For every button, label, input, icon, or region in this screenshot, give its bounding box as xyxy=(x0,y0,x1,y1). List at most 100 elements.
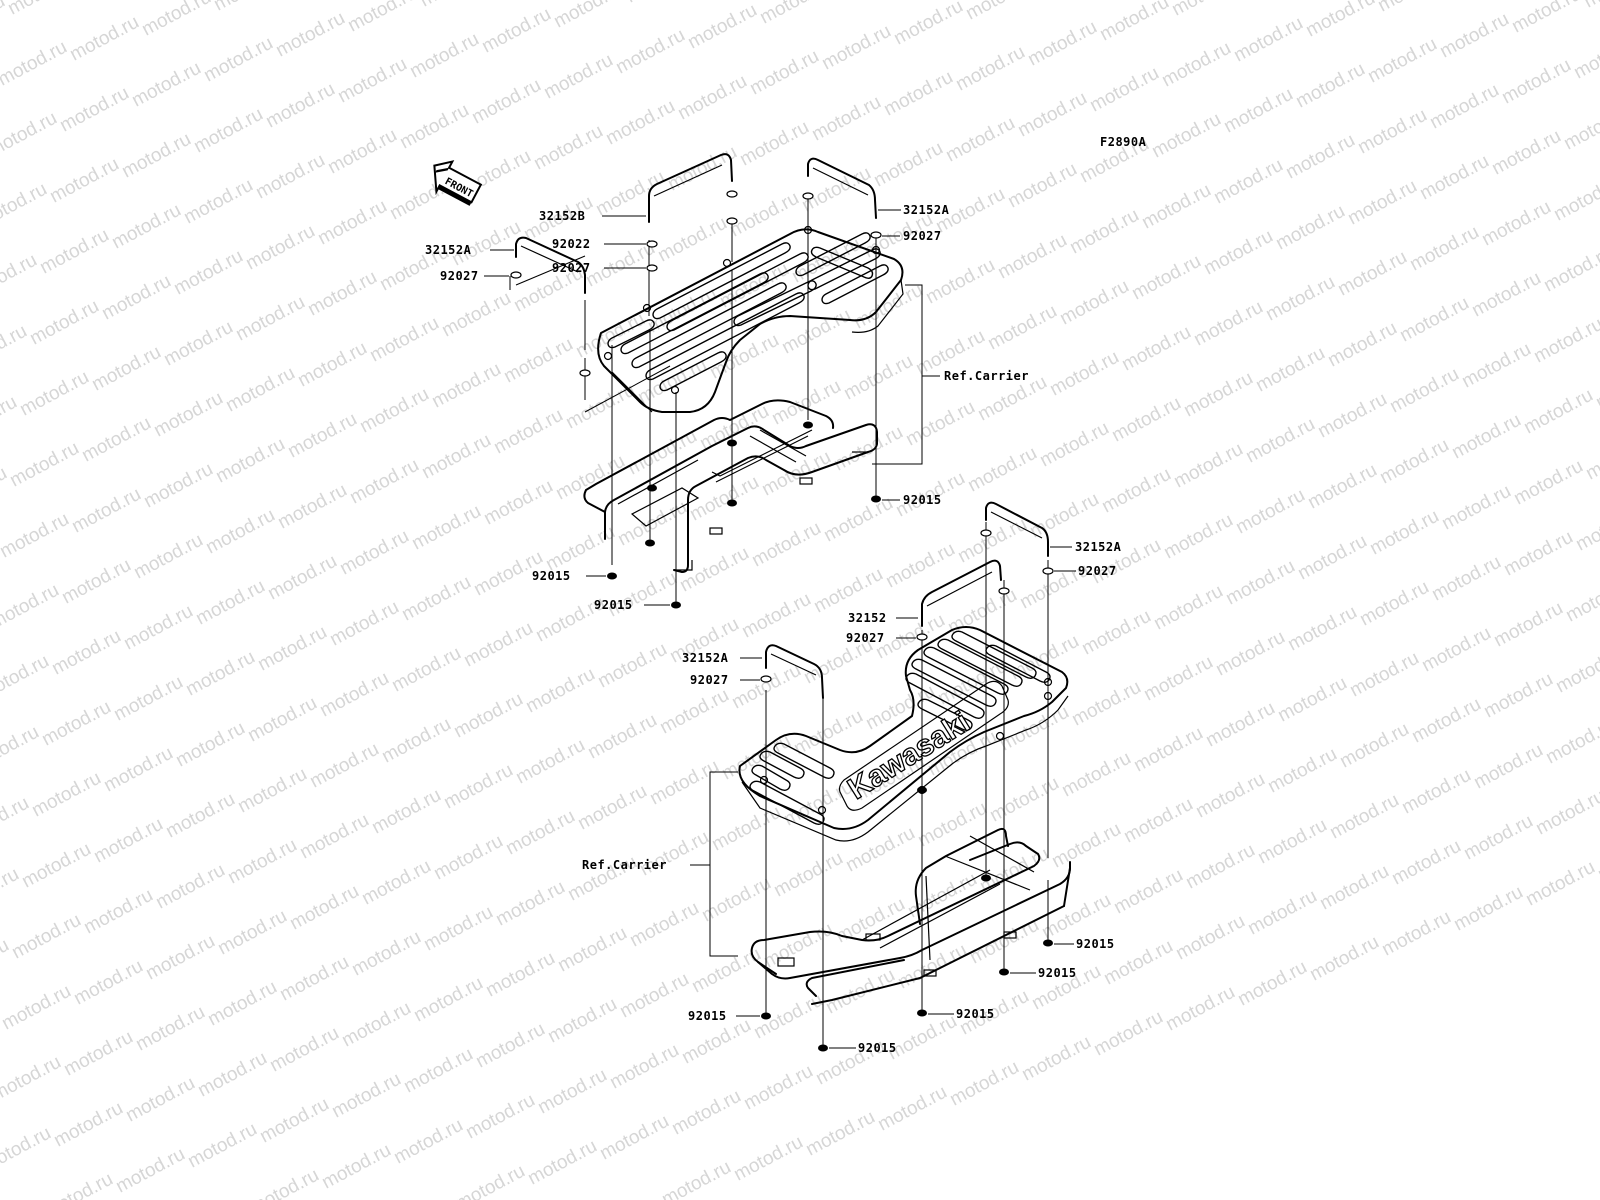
watermark-text: motod.ru xyxy=(828,0,904,3)
watermark-text: motod.ru xyxy=(1048,819,1124,873)
watermark-text: motod.ru xyxy=(1086,63,1162,117)
watermark-text: motod.ru xyxy=(1398,765,1474,819)
grab-handle-32152a-lower-left xyxy=(765,644,824,699)
watermark-text: motod.ru xyxy=(1364,34,1440,88)
watermark-text: motod.ru xyxy=(818,21,894,75)
watermark-text: motod.ru xyxy=(1346,648,1422,702)
watermark-text: motod.ru xyxy=(1532,786,1600,840)
label-92027-left: 92027 xyxy=(552,261,591,275)
watermark-text: motod.ru xyxy=(1274,673,1350,727)
watermark-text: motod.ru xyxy=(1562,573,1600,627)
watermark-text: motod.ru xyxy=(1096,0,1172,45)
watermark-text: motod.ru xyxy=(1460,811,1536,865)
watermark-text: motod.ru xyxy=(140,459,216,513)
watermark-text: motod.ru xyxy=(1118,322,1194,376)
watermark-text: motod.ru xyxy=(344,0,420,36)
watermark-text: motod.ru xyxy=(820,493,896,547)
watermark-text: motod.ru xyxy=(592,167,668,221)
watermark-text: motod.ru xyxy=(1234,957,1310,1011)
watermark-text: motod.ru xyxy=(172,718,248,772)
label-92015-lower-r1: 92015 xyxy=(1076,937,1115,951)
watermark-text: motod.ru xyxy=(0,1052,65,1106)
watermark-text: motod.ru xyxy=(1480,669,1556,723)
watermark-text: motod.ru xyxy=(8,910,84,964)
watermark-text: motod.ru xyxy=(284,409,360,463)
watermark-text: motod.ru xyxy=(274,480,350,534)
watermark-text: motod.ru xyxy=(1212,627,1288,681)
lower-leader-lines xyxy=(690,546,1076,1049)
watermark-text: motod.ru xyxy=(492,877,568,931)
watermark-text: motod.ru xyxy=(80,885,156,939)
watermark-text: motod.ru xyxy=(718,731,794,785)
watermark-text: motod.ru xyxy=(1498,55,1574,109)
watermark-text: motod.ru xyxy=(420,902,496,956)
watermark-text: motod.ru xyxy=(202,505,278,559)
watermark-text: motod.ru xyxy=(56,83,132,137)
watermark-text: motod.ru xyxy=(1396,293,1472,347)
watermark-text: motod.ru xyxy=(66,12,142,66)
watermark-text: motod.ru xyxy=(1366,506,1442,560)
watermark-text: motod.ru xyxy=(1018,1032,1094,1086)
watermark-text: motod.ru xyxy=(1450,882,1526,936)
watermark-text: motod.ru xyxy=(1292,59,1368,113)
watermark-text: motod.ru xyxy=(0,864,23,918)
watermark-text: motod.ru xyxy=(606,1040,682,1094)
watermark-text: motod.ru xyxy=(1374,0,1450,16)
watermark-text: motod.ru xyxy=(1130,723,1206,777)
watermark-text: motod.ru xyxy=(656,685,732,739)
watermark-text: motod.ru xyxy=(1560,101,1600,155)
watermark-text: motod.ru xyxy=(468,75,544,129)
watermark-text: motod.ru xyxy=(768,376,844,430)
watermark-text: motod.ru xyxy=(1540,243,1600,297)
upper-carrier-frame xyxy=(604,423,878,573)
watermark-text: motod.ru xyxy=(210,0,286,15)
upper-carrier-assembly: 32152B 32152A 92027 92022 92027 32152A 9… xyxy=(425,153,1029,612)
watermark-text: motod.ru xyxy=(798,163,874,217)
grab-handle-32152a-left xyxy=(515,236,586,294)
watermark-text: motod.ru xyxy=(316,668,392,722)
upper-fasteners xyxy=(510,190,882,609)
watermark-text: motod.ru xyxy=(170,246,246,300)
watermark-text: motod.ru xyxy=(1158,38,1234,92)
watermark-text: motod.ru xyxy=(110,672,186,726)
watermark-text: motod.ru xyxy=(112,1144,188,1198)
watermark-text: motod.ru xyxy=(390,1115,466,1169)
watermark-text: motod.ru xyxy=(544,994,620,1048)
watermark-text: motod.ru xyxy=(1302,0,1378,41)
watermark-text: motod.ru xyxy=(1232,485,1308,539)
watermark-text: motod.ru xyxy=(986,773,1062,827)
watermark-text: motod.ru xyxy=(118,129,194,183)
label-92015-right: 92015 xyxy=(903,493,942,507)
watermark-text: motod.ru xyxy=(738,589,814,643)
watermark-text: motod.ru xyxy=(410,973,486,1027)
watermark-text: motod.ru xyxy=(902,397,978,451)
lower-fasteners xyxy=(760,529,1054,1052)
label-92027-left2: 92027 xyxy=(440,269,479,283)
watermark-text: motod.ru xyxy=(1242,414,1318,468)
watermark-text: motod.ru xyxy=(460,618,536,672)
watermark-text: motod.ru xyxy=(0,651,53,705)
watermark-text: motod.ru xyxy=(18,839,94,893)
watermark-text: motod.ru xyxy=(1470,740,1546,794)
watermark-text: motod.ru xyxy=(120,601,196,655)
watermark-text: motod.ru xyxy=(1170,439,1246,493)
watermark-text: motod.ru xyxy=(160,317,236,371)
watermark-text: motod.ru xyxy=(450,689,526,743)
watermark-text: motod.ru xyxy=(1230,13,1306,67)
watermark-text: motod.ru xyxy=(500,334,576,388)
watermark-text: motod.ru xyxy=(874,1082,950,1136)
watermark-text: motod.ru xyxy=(60,1027,136,1081)
watermark-text: motod.ru xyxy=(1024,17,1100,71)
watermark-text: motod.ru xyxy=(808,92,884,146)
upper-alignment-lines xyxy=(515,198,877,603)
label-ref-carrier-upper: Ref.Carrier xyxy=(944,369,1029,383)
watermark-text: motod.ru xyxy=(1550,172,1600,226)
watermark-text: motod.ru xyxy=(914,798,990,852)
watermark-text: motod.ru xyxy=(1252,343,1328,397)
watermark-text: motod.ru xyxy=(306,739,382,793)
watermark-text: motod.ru xyxy=(142,931,218,985)
watermark-text: motod.ru xyxy=(596,1111,672,1165)
watermark-text: motod.ru xyxy=(194,1048,270,1102)
watermark-text: motod.ru xyxy=(1418,623,1494,677)
